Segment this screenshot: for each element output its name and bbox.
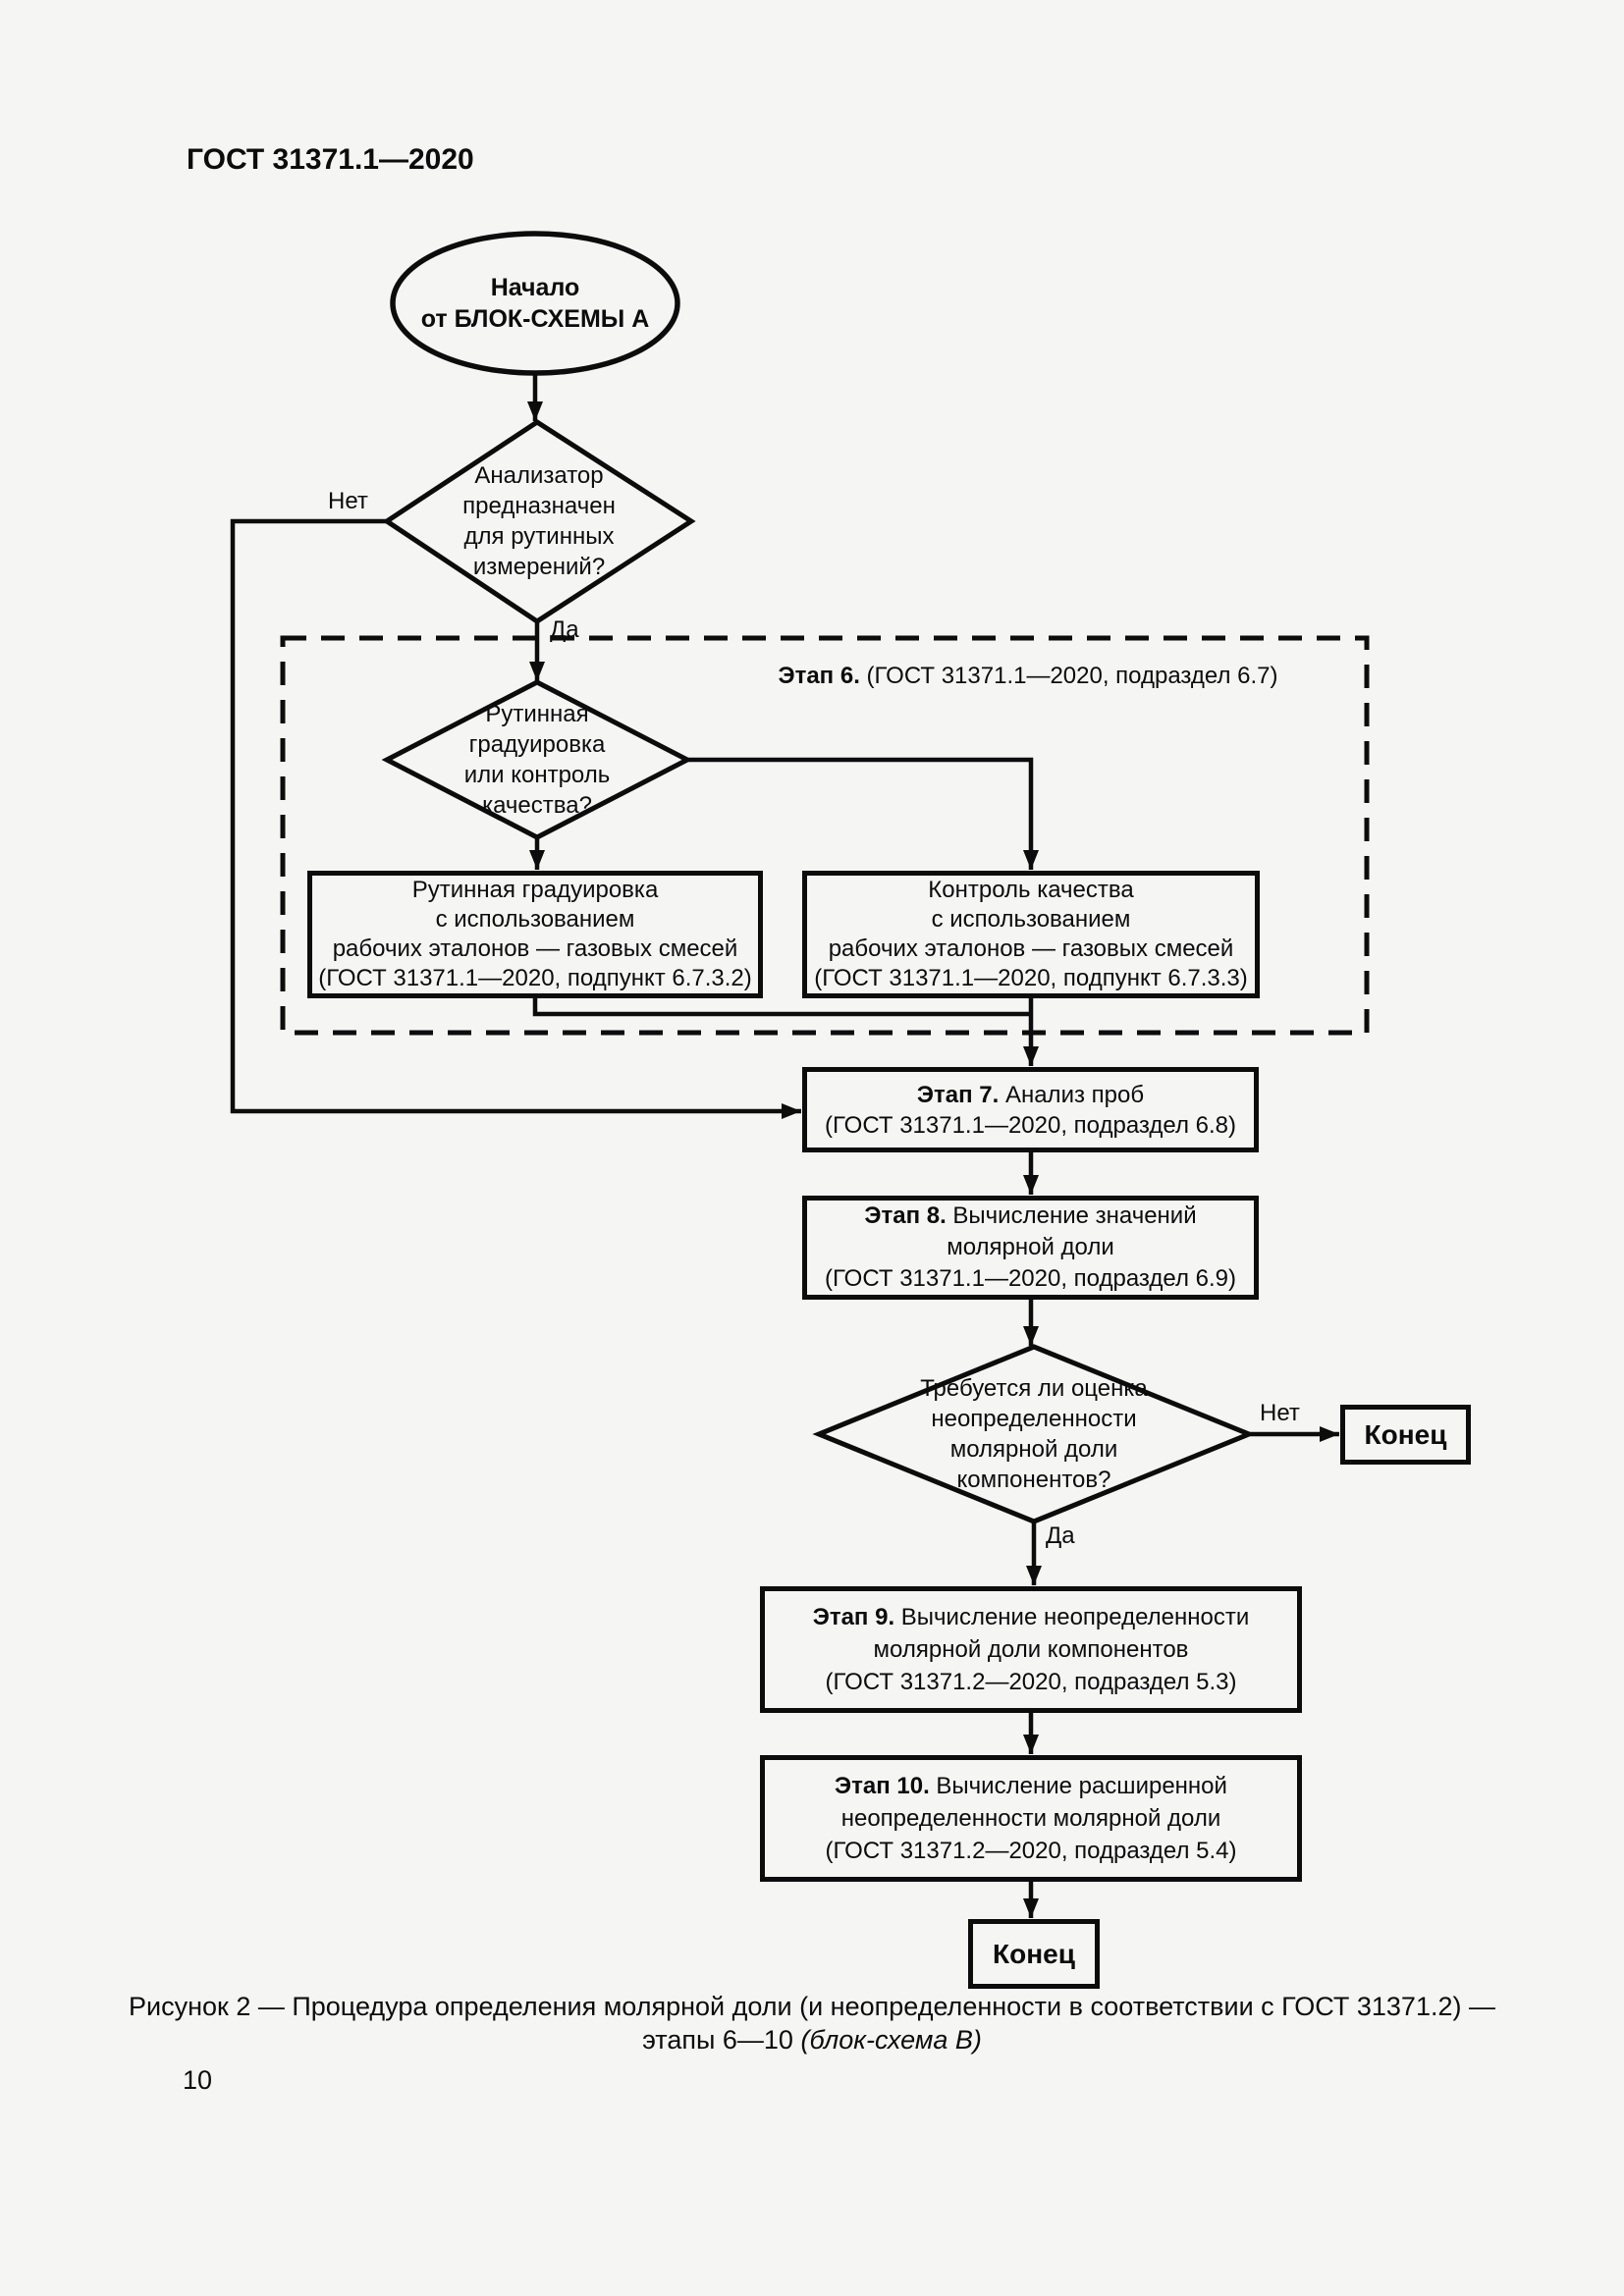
routine-box-line: рабочих эталонов — газовых смесей [332,935,738,962]
quality-box-line: с использованием [931,906,1131,933]
stage10-box: Этап 10. Вычисление расширенной неопреде… [760,1755,1302,1882]
stage8-line1: Этап 8. Вычисление значений [807,1201,1254,1232]
decision3-line: Требуется ли оценка [920,1375,1148,1402]
decision1-line: Анализатор [474,462,604,489]
stage9-label-bold: Этап 9. [812,1604,895,1630]
figure-caption-line2-regular: этапы 6—10 [642,2025,801,2055]
stage6-label-bold: Этап 6. [778,663,860,689]
decision3-yes-label: Да [1046,1522,1075,1549]
connector-decision1-no-loop [230,518,801,1119]
stage9-line3: (ГОСТ 31371.2—2020, подраздел 5.3) [825,1669,1237,1695]
stage8-box: Этап 8. Вычисление значений молярной дол… [802,1196,1259,1300]
quality-box-line: рабочих эталонов — газовых смесей [828,935,1234,962]
decision1-line: для рутинных [463,523,615,550]
decision1-yes-label: Да [550,616,579,643]
page-header: ГОСТ 31371.1—2020 [187,143,474,176]
figure-caption-line2: этапы 6—10 (блок-схема В) [85,2023,1539,2056]
stage10-line3: (ГОСТ 31371.2—2020, подраздел 5.4) [825,1838,1237,1864]
decision1-no-label: Нет [328,488,368,514]
connector-routine-merge [532,998,1031,1017]
end-node-bottom: Конец [968,1919,1100,1989]
figure-caption: Рисунок 2 — Процедура определения молярн… [85,1990,1539,2056]
figure-caption-line2-italic: (блок-схема В) [800,2025,982,2055]
stage7-line2: (ГОСТ 31371.1—2020, подраздел 6.8) [825,1111,1236,1139]
start-node-label: Начало от БЛОК-СХЕМЫ А [388,272,682,335]
stage7-line1-rest: Анализ проб [999,1081,1145,1108]
quality-control-box: Контроль качества с использованием рабоч… [802,871,1260,998]
routine-box-line: с использованием [435,906,635,933]
stage6-region-label: Этап 6. (ГОСТ 31371.1—2020, подраздел 6.… [763,663,1293,690]
routine-box-line: Рутинная градуировка [411,877,659,903]
decision2-label: Рутинная градуировка или контроль качест… [400,699,675,821]
connector-decision2-to-quality [687,757,1039,870]
end-node-right: Конец [1340,1405,1471,1465]
stage10-line1: Этап 10. Вычисление расширенной [765,1770,1297,1802]
routine-calibration-box: Рутинная градуировка с использованием ра… [307,871,763,998]
stage9-box: Этап 9. Вычисление неопределенности моля… [760,1586,1302,1713]
decision3-line: компонентов? [956,1467,1111,1493]
stage9-line1: Этап 9. Вычисление неопределенности [765,1601,1297,1633]
decision3-line: молярной доли [949,1436,1118,1463]
decision2-line: или контроль [463,762,611,788]
decision2-line: Рутинная [485,701,589,727]
decision1-line: предназначен [462,493,616,519]
stage8-label-bold: Этап 8. [864,1202,947,1229]
decision1-label: Анализатор предназначен для рутинных изм… [402,460,677,582]
page-number: 10 [183,2065,213,2095]
decision3-label: Требуется ли оценка неопределенности мол… [896,1373,1171,1495]
quality-box-line: Контроль качества [928,877,1134,903]
decision2-line: качества? [482,792,592,819]
stage8-line1-rest: Вычисление значений [946,1202,1197,1229]
stage8-line3: (ГОСТ 31371.1—2020, подраздел 6.9) [825,1265,1236,1292]
stage9-line1-rest: Вычисление неопределенности [894,1604,1250,1630]
decision2-line: градуировка [468,731,606,758]
routine-box-line: (ГОСТ 31371.1—2020, подпункт 6.7.3.2) [318,965,752,991]
stage7-line1: Этап 7. Анализ проб [807,1080,1254,1110]
stage7-box: Этап 7. Анализ проб (ГОСТ 31371.1—2020, … [802,1067,1259,1152]
decision3-no-label: Нет [1260,1400,1300,1426]
quality-box-line: (ГОСТ 31371.1—2020, подпункт 6.7.3.3) [814,965,1248,991]
start-line2: от БЛОК-СХЕМЫ А [420,305,650,333]
stage10-line2: неопределенности молярной доли [840,1805,1221,1832]
stage10-label-bold: Этап 10. [835,1773,930,1799]
stage6-label-rest: (ГОСТ 31371.1—2020, подраздел 6.7) [859,663,1278,689]
stage6-dashed-region [280,635,1370,1036]
stage10-line1-rest: Вычисление расширенной [929,1773,1227,1799]
stage7-label-bold: Этап 7. [916,1081,1000,1108]
start-line1: Начало [490,274,580,301]
decision3-line: неопределенности [931,1406,1137,1432]
stage8-line2: молярной доли [947,1234,1114,1260]
figure-caption-line1: Рисунок 2 — Процедура определения молярн… [129,1992,1495,2021]
stage9-line2: молярной доли компонентов [873,1636,1189,1663]
decision1-line: измерений? [472,554,606,580]
